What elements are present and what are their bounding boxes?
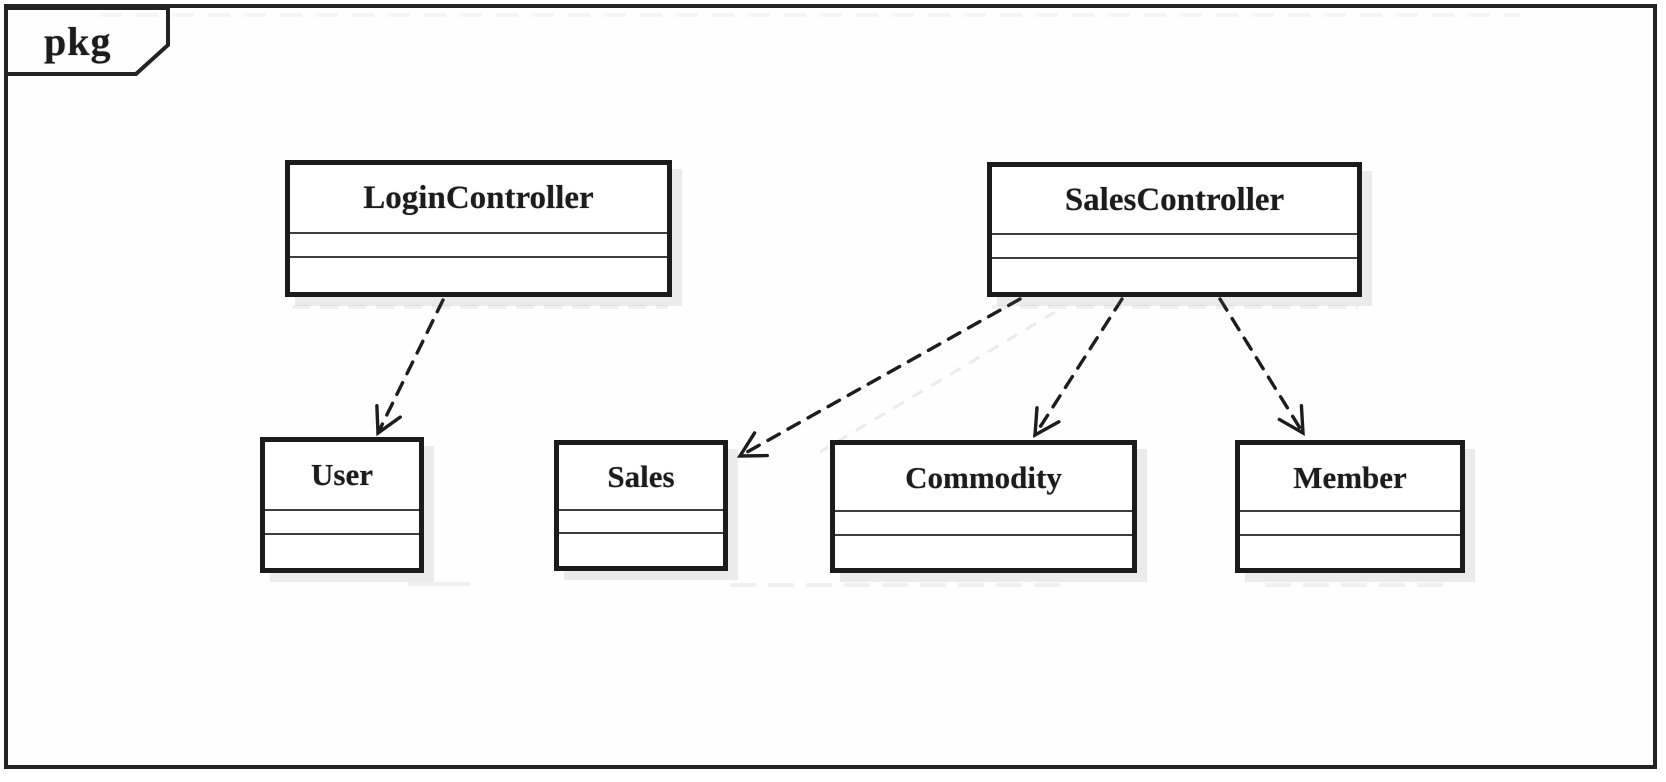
class-box-commodity: Commodity	[830, 440, 1137, 573]
class-box-member: Member	[1235, 440, 1465, 573]
operations-compartment	[992, 257, 1357, 292]
attributes-compartment	[290, 232, 667, 256]
operations-compartment	[1240, 533, 1460, 568]
attributes-compartment	[559, 509, 723, 532]
pkg-tab-label: pkg	[44, 19, 112, 64]
attributes-compartment	[1240, 510, 1460, 533]
attributes-compartment	[835, 510, 1132, 533]
operations-compartment	[559, 532, 723, 566]
class-box-logincontroller: LoginController	[285, 160, 672, 297]
class-name: Sales	[607, 459, 675, 495]
class-box-sales: Sales	[554, 440, 728, 571]
operations-compartment	[290, 256, 667, 292]
operations-compartment	[835, 533, 1132, 568]
class-name: User	[311, 457, 373, 493]
attributes-compartment	[992, 233, 1357, 257]
operations-compartment	[265, 532, 419, 568]
class-name: SalesController	[1064, 181, 1285, 218]
class-box-user: User	[260, 437, 424, 573]
class-name: Commodity	[905, 459, 1062, 495]
attributes-compartment	[265, 508, 419, 533]
class-name: Member	[1293, 459, 1407, 495]
class-name: LoginController	[363, 180, 594, 217]
class-box-salescontroller: SalesController	[987, 162, 1362, 297]
diagram-frame	[4, 4, 1657, 769]
